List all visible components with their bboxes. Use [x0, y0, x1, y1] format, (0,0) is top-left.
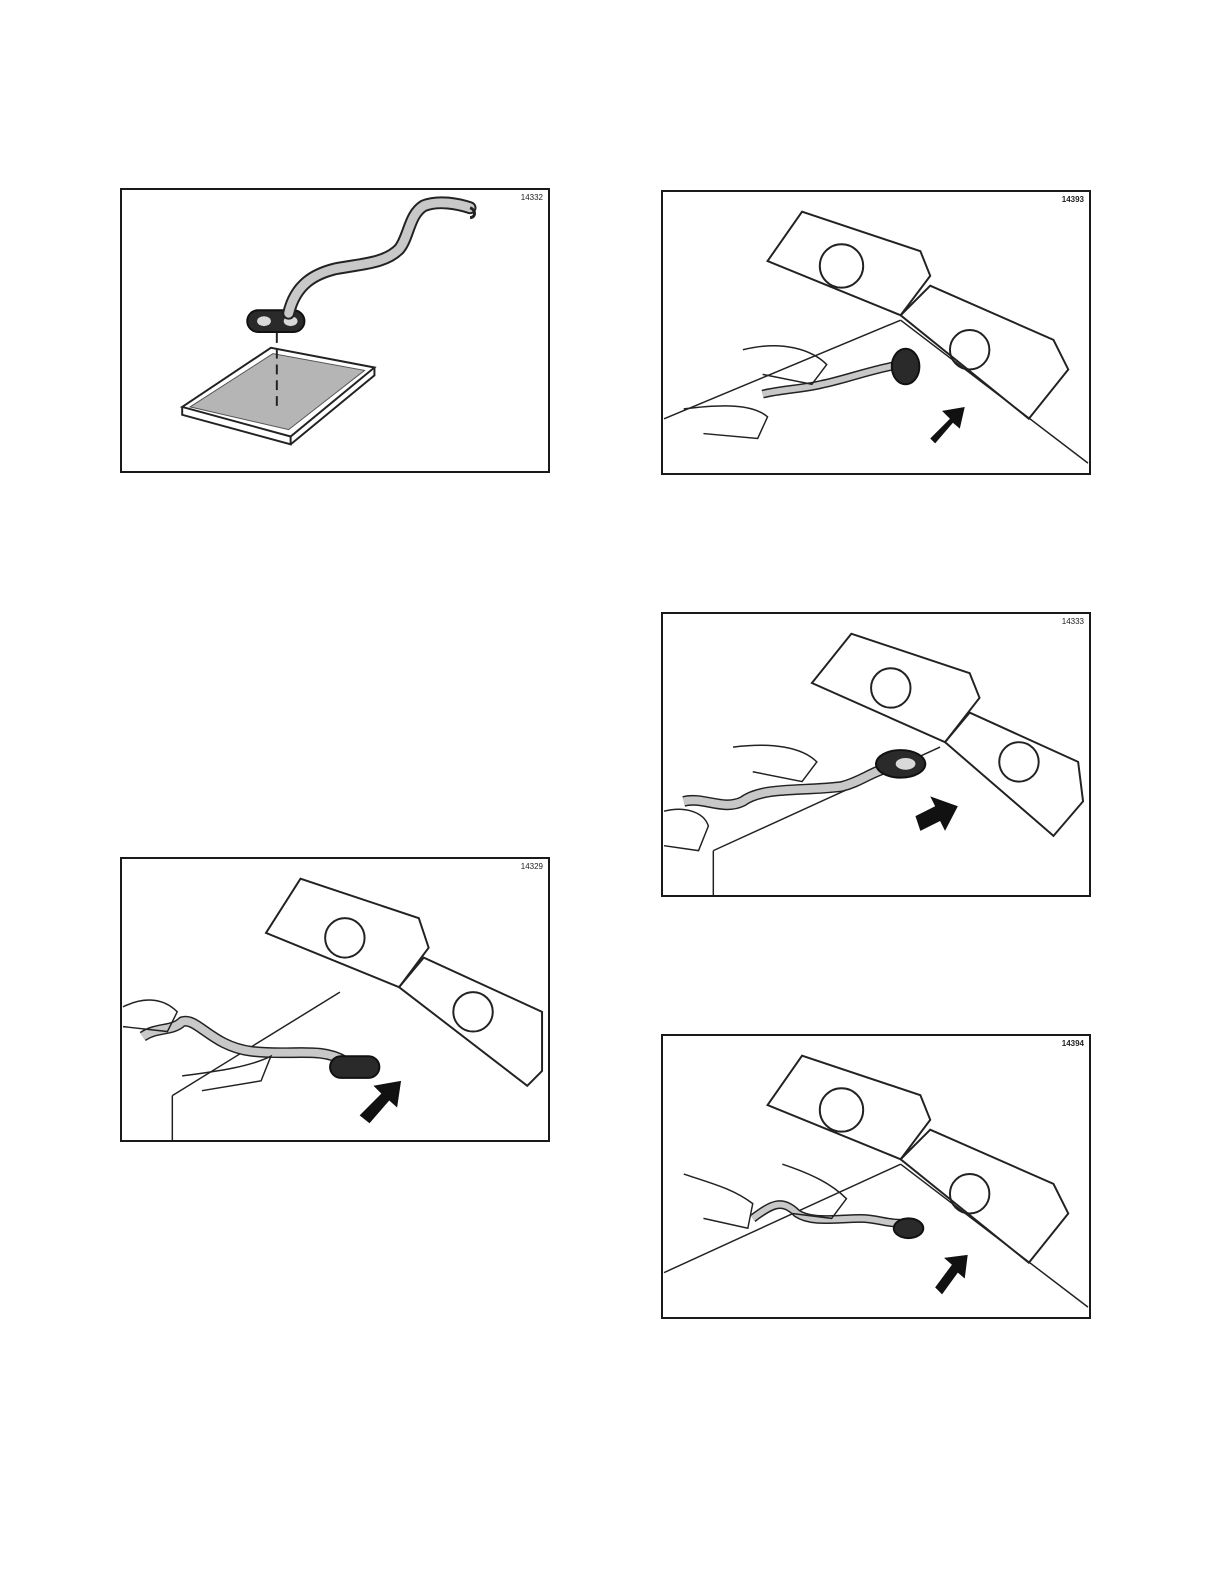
figure-number: 14333	[1062, 617, 1084, 626]
figure-hose-install: 14394	[661, 1034, 1091, 1319]
figure-hose-install: 14393	[661, 190, 1091, 475]
hose-install-illustration	[663, 614, 1089, 895]
figure-hose-install: 14333	[661, 612, 1091, 897]
hose-install-illustration	[663, 1036, 1089, 1317]
figure-hose-install: 14329	[120, 857, 550, 1142]
hose-install-illustration	[663, 192, 1089, 473]
figure-hose-tray: 14332	[120, 188, 550, 473]
figure-number: 14393	[1062, 195, 1084, 204]
hose-and-tray-illustration	[122, 190, 548, 471]
hose-install-illustration	[122, 859, 548, 1140]
figure-number: 14332	[521, 193, 543, 202]
figure-number: 14329	[521, 862, 543, 871]
figure-number: 14394	[1062, 1039, 1084, 1048]
